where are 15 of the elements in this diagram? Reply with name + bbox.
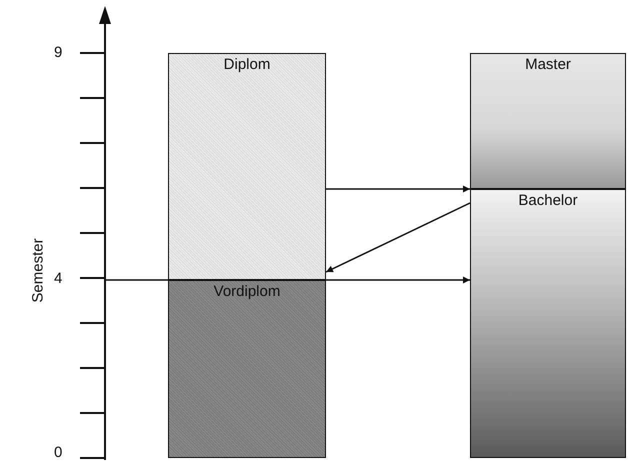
bar-label: Vordiplom [212,283,282,300]
arrow [326,186,470,192]
bar-segment [168,53,326,280]
bar-segment [470,189,626,458]
axis-tick-label: 4 [54,270,62,287]
bar-segment [470,53,626,189]
arrow [326,276,470,284]
bar-label: Diplom [222,56,272,73]
bar-label: Master [524,56,572,73]
axis-title: Semester [30,238,47,303]
bar-segment [168,280,326,458]
arrow [326,202,470,273]
axis-tick-label: 0 [54,444,62,461]
axis-tick-label: 9 [54,44,62,61]
bar-label: Bachelor [517,192,579,209]
